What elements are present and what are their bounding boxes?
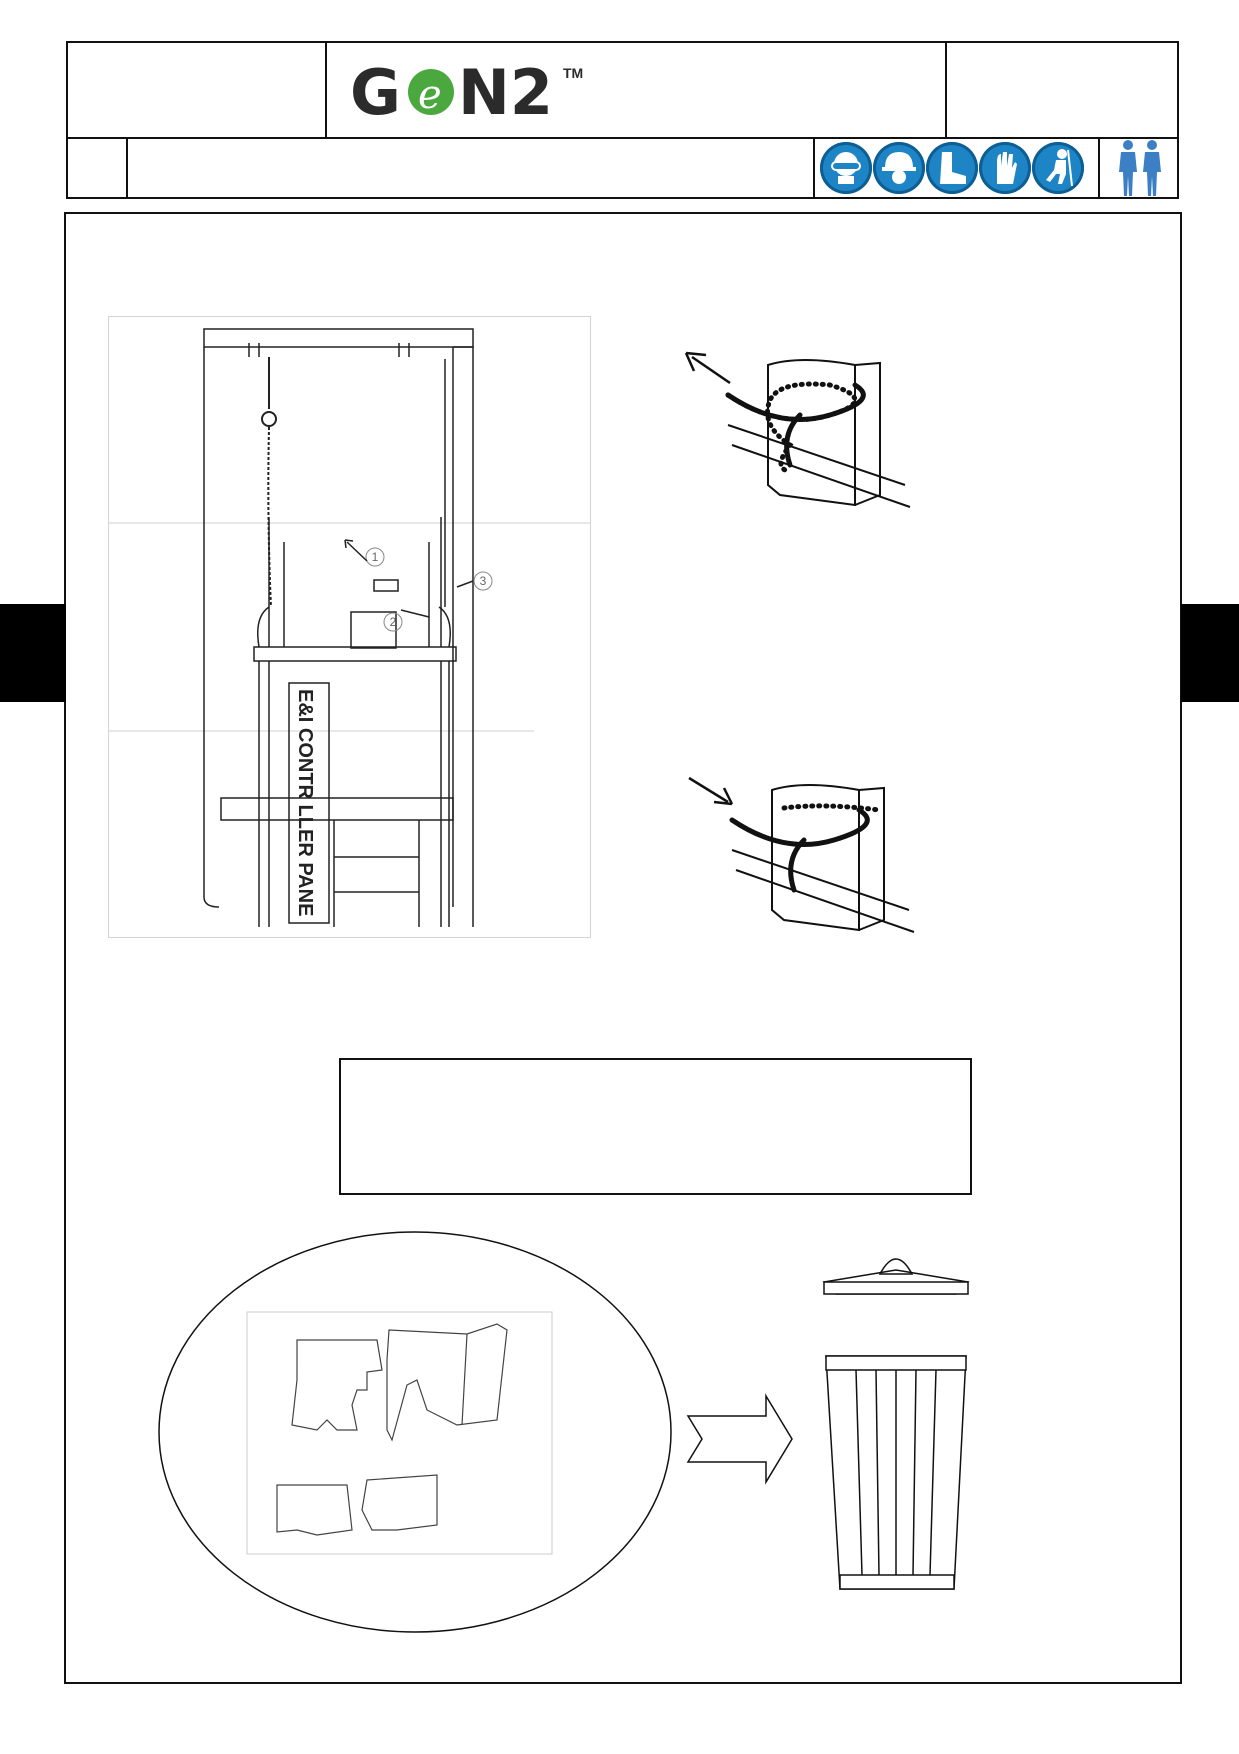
brand-logo: G e N2 TM <box>348 56 598 126</box>
fall-harness-icon <box>1032 142 1084 194</box>
header-divider <box>126 137 128 197</box>
safety-gloves-icon <box>979 142 1031 194</box>
side-tab-left <box>0 604 66 702</box>
note-box <box>339 1058 972 1195</box>
cable-tie-cut-diagram-2 <box>684 768 924 968</box>
header-divider <box>1098 137 1100 197</box>
discard-brackets-ellipse <box>157 1230 673 1634</box>
callout-1: 1 <box>372 550 379 564</box>
header-divider <box>325 43 327 137</box>
ladder-platform-figure: E&I CONTR LLER PANE 1 2 3 <box>108 316 591 938</box>
callout-3: 3 <box>480 574 487 588</box>
header-frame <box>66 41 1179 199</box>
ppe-icon-row <box>817 140 1092 196</box>
trash-can-icon <box>820 1244 972 1594</box>
svg-text:e: e <box>418 72 442 118</box>
content-frame <box>64 212 1182 1684</box>
header-divider <box>813 137 815 197</box>
header-divider <box>68 137 1177 139</box>
eye-protection-icon <box>820 142 872 194</box>
arrow-right-icon <box>684 1392 794 1486</box>
svg-text:N2: N2 <box>458 56 553 126</box>
callout-2: 2 <box>390 615 397 629</box>
two-persons-icon <box>1108 136 1174 198</box>
svg-text:G: G <box>350 56 401 126</box>
side-tab-right <box>1181 604 1239 702</box>
svg-text:TM: TM <box>563 65 583 81</box>
panel-label: E&I CONTR LLER PANE <box>294 689 316 916</box>
safety-boots-icon <box>926 142 978 194</box>
cable-tie-cut-diagram <box>680 345 920 545</box>
header-divider <box>945 43 947 137</box>
hard-hat-icon <box>873 142 925 194</box>
